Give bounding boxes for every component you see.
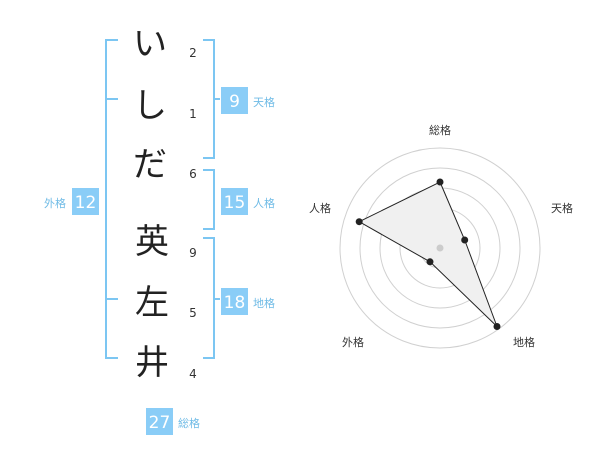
stroke-count: 9	[189, 246, 197, 260]
chikaku-value: 18	[224, 293, 246, 313]
radar-axis-label: 外格	[342, 335, 364, 349]
radar-axis-label: 地格	[513, 335, 535, 349]
radar-ring	[359, 167, 521, 329]
chikaku-bracket	[203, 237, 220, 359]
stroke-count: 6	[189, 167, 197, 181]
gaikaku-box	[72, 188, 99, 215]
jinkaku-value: 15	[224, 193, 246, 213]
tenkaku-bracket	[203, 39, 220, 159]
jinkaku-label: 人格	[253, 196, 275, 210]
radar-point	[493, 323, 501, 330]
name-char: 井	[135, 343, 169, 383]
chikaku-score: 18 地格	[221, 288, 275, 315]
radar-axis-label: 人格	[309, 201, 331, 215]
stroke-counts: 2 1 6 9 5 4	[189, 46, 197, 381]
radar-point	[355, 218, 363, 226]
radar-axis-label: 天格	[551, 201, 573, 215]
name-characters: い し だ 英 左 井	[133, 24, 169, 383]
gaikaku-score: 外格 12	[44, 188, 99, 215]
radar-polygon	[358, 181, 498, 327]
gaikaku-value: 12	[75, 193, 97, 213]
radar-ring	[339, 147, 541, 349]
chikaku-box	[221, 288, 248, 315]
gaikaku-bracket	[105, 39, 118, 359]
name-char: 英	[135, 222, 169, 262]
soukaku-score: 27 総格	[146, 408, 200, 435]
radar-point	[436, 178, 444, 186]
tenkaku-score: 9 天格	[221, 87, 275, 114]
chikaku-label: 地格	[253, 296, 275, 310]
jinkaku-box	[221, 188, 248, 215]
gaikaku-label: 外格	[44, 196, 66, 210]
jinkaku-bracket	[203, 169, 215, 230]
soukaku-label: 総格	[178, 416, 200, 430]
radar-points	[355, 178, 501, 330]
radar-point	[461, 236, 469, 244]
radar-center	[436, 244, 444, 252]
name-char: 左	[135, 283, 169, 323]
stroke-count: 1	[189, 107, 197, 121]
soukaku-value: 27	[149, 413, 171, 433]
stroke-count: 2	[189, 46, 197, 60]
soukaku-box	[146, 408, 173, 435]
radar-point	[426, 258, 434, 266]
jinkaku-score: 15 人格	[221, 188, 275, 215]
tenkaku-label: 天格	[253, 95, 275, 109]
stroke-count: 4	[189, 367, 197, 381]
name-char: し	[133, 86, 167, 126]
name-char: だ	[133, 145, 167, 185]
stroke-count: 5	[189, 306, 197, 320]
tenkaku-value: 9	[229, 92, 240, 112]
radar-axis-label: 総格	[429, 123, 451, 137]
radar-chart: 総格 天格 地格 外格 人格	[309, 123, 573, 349]
tenkaku-box	[221, 87, 248, 114]
name-char: い	[133, 24, 167, 64]
